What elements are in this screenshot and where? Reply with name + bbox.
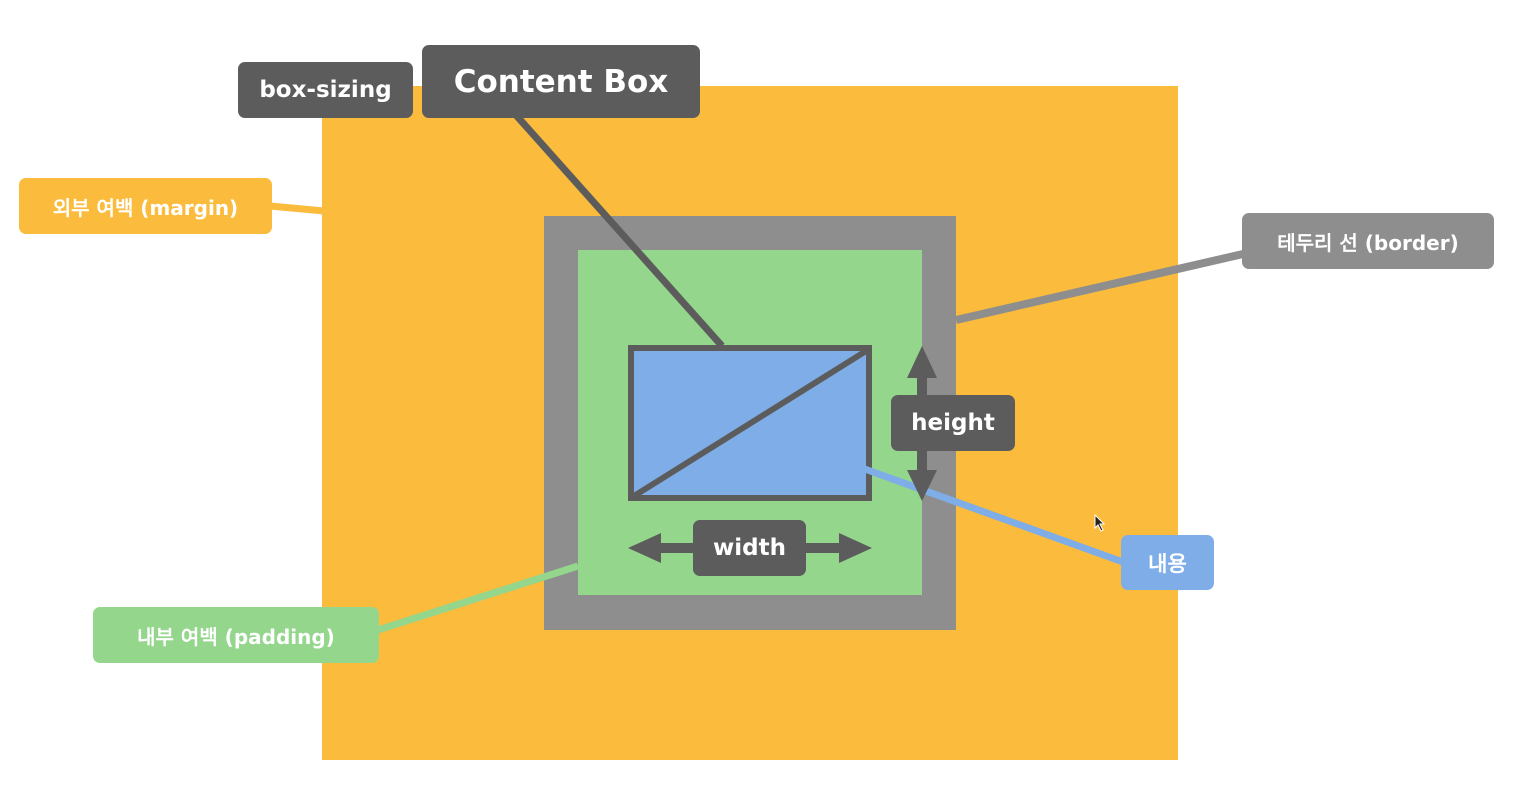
height-label: height [891, 395, 1015, 451]
content-diagonal-line [632, 348, 868, 499]
border-leader-line [955, 250, 1244, 324]
box-sizing-label: box-sizing [238, 62, 413, 118]
padding-leader-line [376, 562, 580, 634]
border-label: 테두리 선 (border) [1242, 213, 1494, 269]
content-leader-line [860, 464, 1125, 566]
margin-label: 외부 여백 (margin) [19, 178, 272, 234]
content-box-label: Content Box [422, 45, 700, 118]
content-label: 내용 [1121, 535, 1214, 590]
mouse-cursor-icon [1094, 513, 1106, 532]
content-box-leader-line [512, 111, 725, 349]
margin-leader-line [269, 202, 325, 215]
width-label: width [693, 520, 806, 576]
padding-label: 내부 여백 (padding) [93, 607, 379, 663]
